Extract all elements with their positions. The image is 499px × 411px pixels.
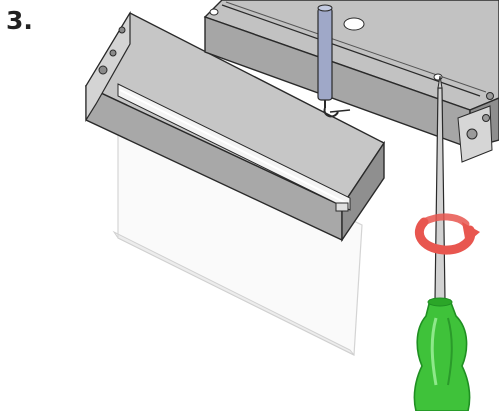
luminaire-housing [84,10,386,243]
suspension-rod [317,4,351,118]
rotate-arrow-icon [415,213,480,255]
step-number: 3. [6,6,33,35]
mounting-bracket [203,0,499,163]
